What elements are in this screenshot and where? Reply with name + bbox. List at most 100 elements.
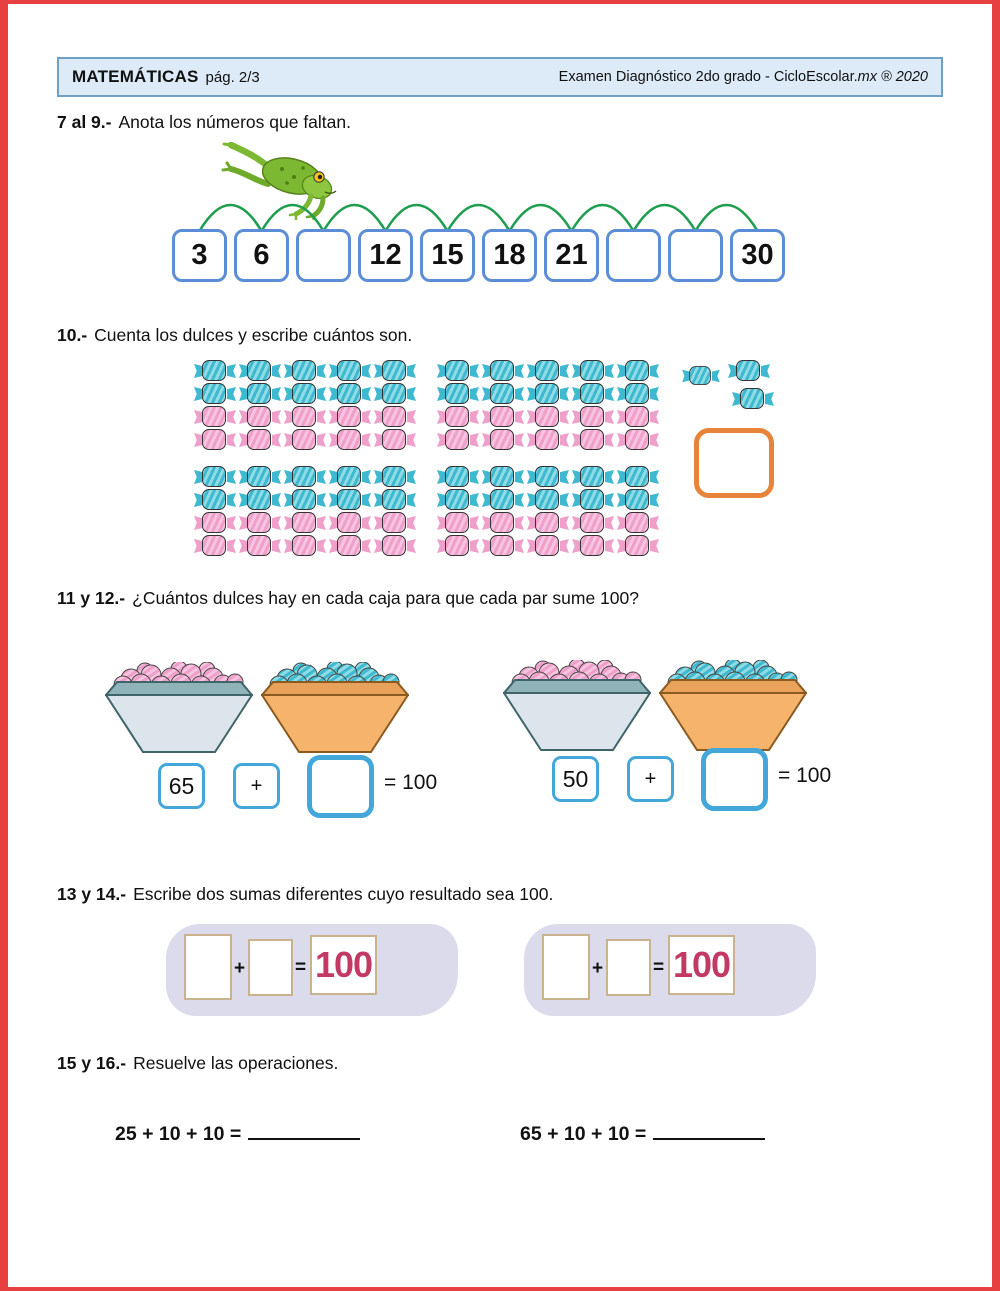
- candy-pink-icon: [239, 429, 281, 451]
- missing-addend-answer-box[interactable]: [307, 755, 374, 818]
- candy-pink-icon: [482, 429, 524, 451]
- candy-blue-icon: [284, 383, 326, 405]
- plus-sign: +: [234, 958, 246, 979]
- operation-1-answer-blank[interactable]: [248, 1120, 361, 1140]
- header-right: Examen Diagnóstico 2do grado - CicloEsco…: [559, 69, 928, 85]
- candy-blue-icon: [617, 383, 659, 405]
- header-left: MATEMÁTICAS pág. 2/3: [72, 67, 260, 87]
- question-7-9-label: 7 al 9.-: [57, 112, 112, 132]
- sequence-number-box: 30: [730, 229, 785, 282]
- missing-addend-answer-box[interactable]: [701, 748, 768, 811]
- plus-box: +: [627, 756, 674, 802]
- candy-pink-icon: [239, 535, 281, 557]
- candy-blue-icon: [374, 466, 416, 488]
- candy-blue-icon: [194, 383, 236, 405]
- bowl-of-pink-candies-icon: [105, 662, 253, 753]
- candy-pink-icon: [329, 535, 371, 557]
- sequence-number-box: 3: [172, 229, 227, 282]
- operation-2: 65 + 10 + 10 =: [520, 1120, 766, 1146]
- jump-arcs-icon: [198, 203, 759, 232]
- sum-addend1-answer-box[interactable]: [542, 934, 590, 1000]
- bowl-of-pink-candies-icon: [503, 660, 651, 751]
- page-number: pág. 2/3: [205, 69, 260, 86]
- exam-title: Examen Diagnóstico 2do grado - CicloEsco…: [558, 69, 858, 85]
- candy-blue-icon: [572, 466, 614, 488]
- bowl-pair-1: [105, 662, 409, 754]
- sum-addend1-answer-box[interactable]: [184, 934, 232, 1000]
- bowl-of-blue-candies-icon: [261, 662, 409, 753]
- candy-pink-icon: [194, 406, 236, 428]
- sum-addend2-answer-box[interactable]: [606, 939, 651, 996]
- result-100: 100: [314, 944, 373, 985]
- question-11-12-heading: 11 y 12.-¿Cuántos dulces hay en cada caj…: [57, 588, 639, 609]
- candy-blue-icon: [239, 360, 281, 382]
- candy-blue-icon: [374, 360, 416, 382]
- candy-blue-icon: [194, 466, 236, 488]
- sum-blob-2: + = 100: [524, 924, 816, 1016]
- candy-pink-icon: [329, 406, 371, 428]
- candy-pink-icon: [482, 512, 524, 534]
- candy-grid: [194, 360, 662, 558]
- candy-blue-icon: [194, 360, 236, 382]
- candy-pink-icon: [284, 406, 326, 428]
- sum-blob-1: + = 100: [166, 924, 458, 1016]
- candy-blue-icon: [239, 383, 281, 405]
- candy-pink-icon: [374, 406, 416, 428]
- candy-row: [194, 512, 662, 534]
- candy-blue-icon: [329, 360, 371, 382]
- candy-pink-icon: [239, 512, 281, 534]
- candy-blue-icon: [617, 466, 659, 488]
- sequence-number-box: 6: [234, 229, 289, 282]
- candy-row: [194, 535, 662, 557]
- question-10-heading: 10.-Cuenta los dulces y escribe cuántos …: [57, 325, 412, 346]
- candy-blue-icon: [572, 383, 614, 405]
- candy-count-answer-box[interactable]: [694, 428, 774, 498]
- candy-row: [194, 466, 662, 488]
- question-13-14-prompt: Escribe dos sumas diferentes cuyo result…: [133, 884, 554, 904]
- equals-sign: =: [653, 957, 665, 978]
- candy-blue-icon: [482, 383, 524, 405]
- candy-pink-icon: [482, 406, 524, 428]
- candy-row: [194, 360, 662, 382]
- operation-2-expression: 65 + 10 + 10 =: [520, 1123, 647, 1145]
- candy-pink-icon: [527, 535, 569, 557]
- candy-pink-icon: [437, 406, 479, 428]
- question-13-14-label: 13 y 14.-: [57, 884, 127, 904]
- frog-icon: [221, 142, 337, 220]
- sum-addend2-answer-box[interactable]: [248, 939, 293, 996]
- candy-pink-icon: [239, 406, 281, 428]
- question-11-12-label: 11 y 12.-: [57, 588, 126, 608]
- equation-1: 65 + = 100: [158, 755, 437, 818]
- candy-blue-icon: [437, 360, 479, 382]
- candy-pink-icon: [572, 406, 614, 428]
- candy-blue-icon: [527, 466, 569, 488]
- sequence-answer-box[interactable]: [296, 229, 351, 282]
- operation-2-answer-blank[interactable]: [653, 1120, 766, 1140]
- candy-row: [194, 489, 662, 511]
- candy-pink-icon: [617, 406, 659, 428]
- exam-title-suffix: mx ® 2020: [857, 69, 928, 85]
- operation-1-expression: 25 + 10 + 10 =: [115, 1123, 242, 1145]
- candy-blue-icon: [329, 466, 371, 488]
- subject-title: MATEMÁTICAS: [72, 67, 199, 86]
- candy-pink-icon: [329, 429, 371, 451]
- sequence-answer-box[interactable]: [668, 229, 723, 282]
- sequence-number-box: 12: [358, 229, 413, 282]
- candy-blue-icon: [572, 360, 614, 382]
- sequence-number-box: 15: [420, 229, 475, 282]
- candy-pink-icon: [617, 512, 659, 534]
- sequence-answer-box[interactable]: [606, 229, 661, 282]
- candy-blue-icon: [374, 383, 416, 405]
- operation-1: 25 + 10 + 10 =: [115, 1120, 361, 1146]
- candy-blue-icon: [194, 489, 236, 511]
- sequence-number-box: 21: [544, 229, 599, 282]
- candy-row: [194, 429, 662, 451]
- candy-pink-icon: [437, 535, 479, 557]
- candy-blue-icon: [239, 489, 281, 511]
- question-15-16-label: 15 y 16.-: [57, 1053, 127, 1073]
- equals-100-label: = 100: [384, 771, 438, 794]
- candy-blue-icon: [728, 360, 770, 382]
- candy-pink-icon: [572, 512, 614, 534]
